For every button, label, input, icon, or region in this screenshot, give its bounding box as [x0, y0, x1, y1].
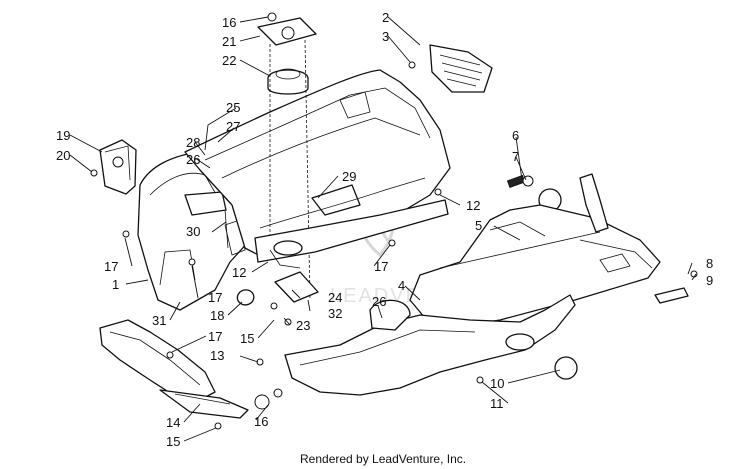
- callout-14: 14: [166, 415, 180, 430]
- bracket-part-24: [274, 271, 319, 303]
- leader-lines: [69, 16, 697, 442]
- callout-19: 19: [56, 128, 70, 143]
- callout-20: 20: [56, 148, 70, 163]
- callout-12-right: 12: [466, 198, 480, 213]
- callout-17-lower: 17: [208, 329, 222, 344]
- callout-4: 4: [398, 278, 405, 293]
- callout-23: 23: [296, 318, 310, 333]
- nose-cone-part-19: [99, 139, 137, 195]
- callout-32: 32: [328, 306, 342, 321]
- callout-3: 3: [382, 29, 389, 44]
- top-plate-part-21: [257, 17, 317, 46]
- callout-24: 24: [328, 290, 342, 305]
- bellows-boot-part-22: [267, 68, 309, 95]
- callout-1: 1: [112, 277, 119, 292]
- callout-15-mid: 15: [240, 331, 254, 346]
- belly-pan-part-30: [254, 199, 449, 269]
- callout-25: 25: [226, 100, 240, 115]
- callout-18: 18: [210, 308, 224, 323]
- loose-hardware: [90, 12, 698, 430]
- vent-grille-part-2: [429, 44, 493, 93]
- callout-17-right: 17: [374, 259, 388, 274]
- skid-plate-part-14: [99, 319, 249, 419]
- callout-22: 22: [222, 53, 236, 68]
- callout-21: 21: [222, 34, 236, 49]
- callout-30: 30: [186, 224, 200, 239]
- callout-15-bottom: 15: [166, 434, 180, 449]
- callout-17-left: 17: [104, 259, 118, 274]
- bumper-fin-part-8-area: [579, 173, 689, 304]
- callout-27: 27: [226, 119, 240, 134]
- callout-6: 6: [512, 128, 519, 143]
- callout-2: 2: [382, 10, 389, 25]
- front-bumper-part-5: [409, 204, 661, 331]
- callout-9: 9: [706, 273, 713, 288]
- callout-26-lower: 26: [372, 294, 386, 309]
- callout-10: 10: [490, 376, 504, 391]
- callout-31: 31: [152, 313, 166, 328]
- callouts: 16 21 22 2 3 25 27 28 26 19 20 29 30 6 7…: [56, 10, 713, 449]
- callout-26-upper: 26: [186, 152, 200, 167]
- steering-dash-lines: [269, 39, 311, 301]
- lower-rail-part-4: [284, 294, 578, 396]
- footer-credit: Rendered by LeadVenture, Inc.: [300, 452, 466, 466]
- callout-5: 5: [475, 218, 482, 233]
- callout-8: 8: [706, 256, 713, 271]
- callout-12-center: 12: [232, 265, 246, 280]
- callout-7: 7: [512, 149, 519, 164]
- callout-13: 13: [210, 348, 224, 363]
- callout-29: 29: [342, 169, 356, 184]
- callout-16-top: 16: [222, 15, 236, 30]
- callout-16-bottom: 16: [254, 414, 268, 429]
- callout-11: 11: [490, 396, 504, 411]
- upper-hood-panel-part-25: [184, 69, 451, 261]
- callout-28: 28: [186, 135, 200, 150]
- callout-17-mid: 17: [208, 290, 222, 305]
